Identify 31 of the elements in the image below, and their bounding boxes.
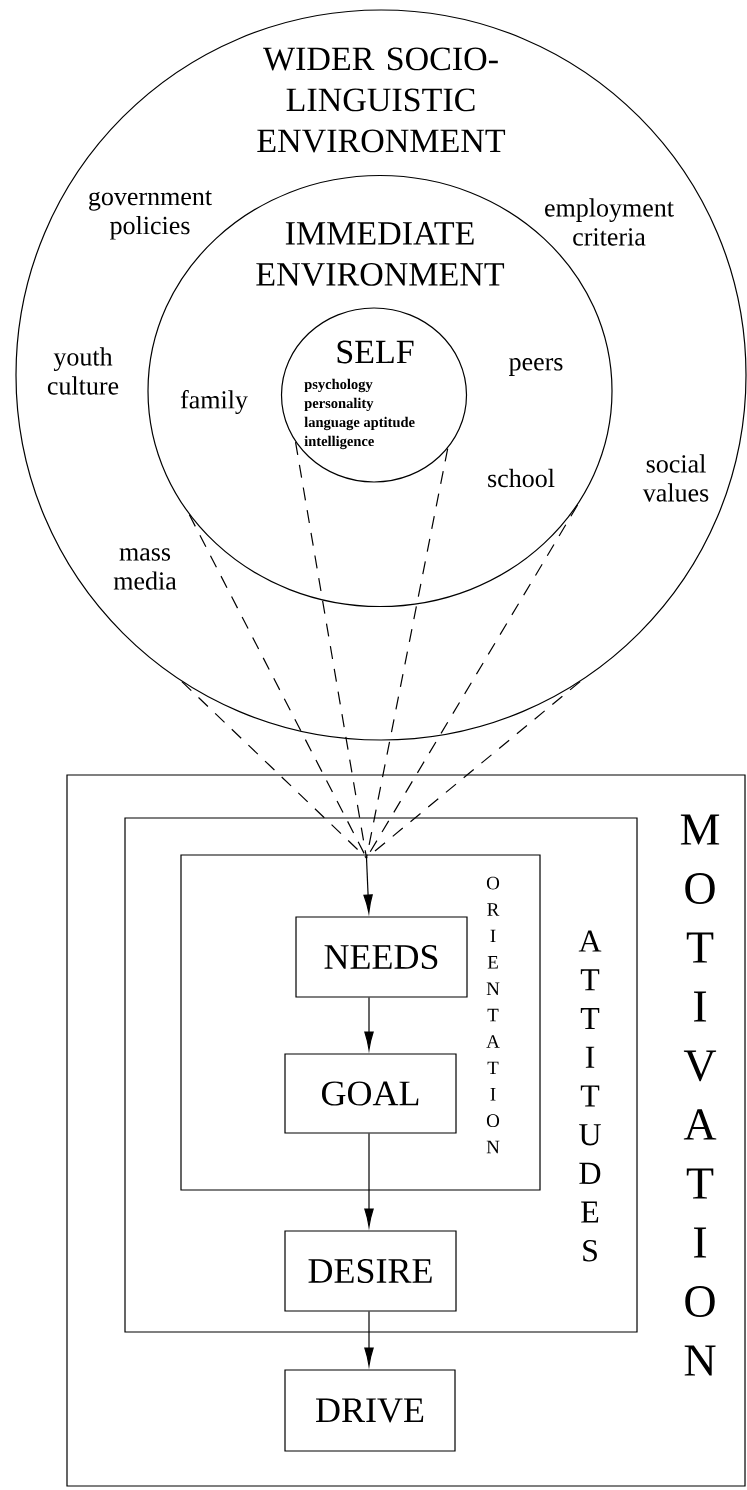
arrow [364,1311,374,1366]
process-box: DESIRE [284,1230,457,1312]
ring-label: social values [642,454,709,502]
ring-label: government policies [89,190,212,240]
node-label: language aptitude [304,416,415,431]
node-label: personality [304,397,374,412]
dashed-line [294,441,368,859]
ring-label: peers [509,358,563,376]
circle-title: WIDER SOCIO-LINGUISTIC ENVIRONMENT [257,47,506,153]
dashed-line [365,447,449,859]
circle-title: SELF [337,340,414,364]
arrow [364,997,374,1050]
arrow [363,857,373,913]
ring-label: school [488,468,555,488]
vertical-label: MOTIVATION [680,814,720,1376]
process-box: DRIVE [284,1369,456,1452]
process-box: NEEDS [295,916,468,998]
ring-label: mass media [113,548,177,590]
vertical-label: ORIENTATION [486,876,500,1154]
ring-label: youth culture [47,347,119,395]
circle-title: IMMEDIATE ENVIRONMENT [256,222,505,286]
ring-label: employment criteria [545,198,674,246]
ring-label: family [180,390,248,414]
node-label: intelligence [304,435,374,450]
process-box: GOAL [284,1053,457,1134]
arrow [364,1133,374,1227]
trait-list: psychology personality language aptitude intelligence [304,378,415,450]
node-label: psychology [304,378,373,393]
dashed-line [365,681,581,859]
vertical-label: ATTITUDES [578,930,602,1262]
dashed-line [181,681,368,859]
